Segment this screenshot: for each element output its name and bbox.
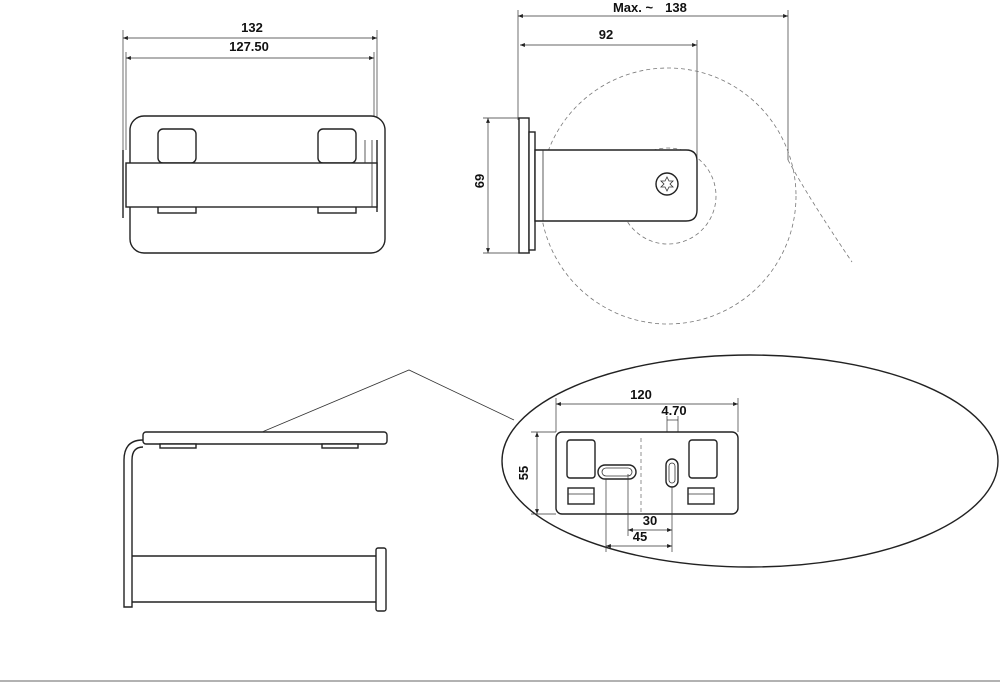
dim-label-120: 120: [630, 387, 652, 402]
front-roll-arm: [125, 162, 378, 208]
bottom-view: [123, 369, 515, 612]
detail-mount-left: [566, 439, 596, 479]
torx-screw-icon: [655, 172, 679, 196]
front-mount-left: [157, 128, 197, 164]
detail-ellipse: [501, 354, 999, 568]
front-view: 132 127.50: [122, 20, 386, 254]
side-arm: [534, 149, 698, 222]
detail-mount-right: [688, 439, 718, 479]
dim-label-30: 30: [643, 513, 657, 528]
detail-view: 120 4.70 55 30: [501, 354, 999, 568]
front-mount-right: [317, 128, 357, 164]
detail-slot-horizontal: [597, 464, 637, 480]
dim-label-max: Max. ~: [613, 0, 654, 15]
dim-label-92: 92: [599, 27, 613, 42]
dim-label-55: 55: [516, 466, 531, 480]
dim-label-4-70: 4.70: [661, 403, 686, 418]
side-wall-plate: [518, 117, 530, 254]
dim-label-45: 45: [633, 529, 647, 544]
side-view: Max. ~ 138 92 69: [472, 0, 853, 325]
dim-label-138: 138: [665, 0, 687, 15]
paper-tail: [787, 159, 853, 263]
dim-label-132: 132: [241, 20, 263, 35]
dim-label-127-50: 127.50: [229, 39, 269, 54]
dim-label-69: 69: [472, 174, 487, 188]
bottom-wall-plate: [142, 431, 388, 445]
bottom-l-arm: [123, 439, 144, 608]
bottom-roll-end-cap: [375, 547, 387, 612]
detail-leader-line: [261, 369, 515, 433]
